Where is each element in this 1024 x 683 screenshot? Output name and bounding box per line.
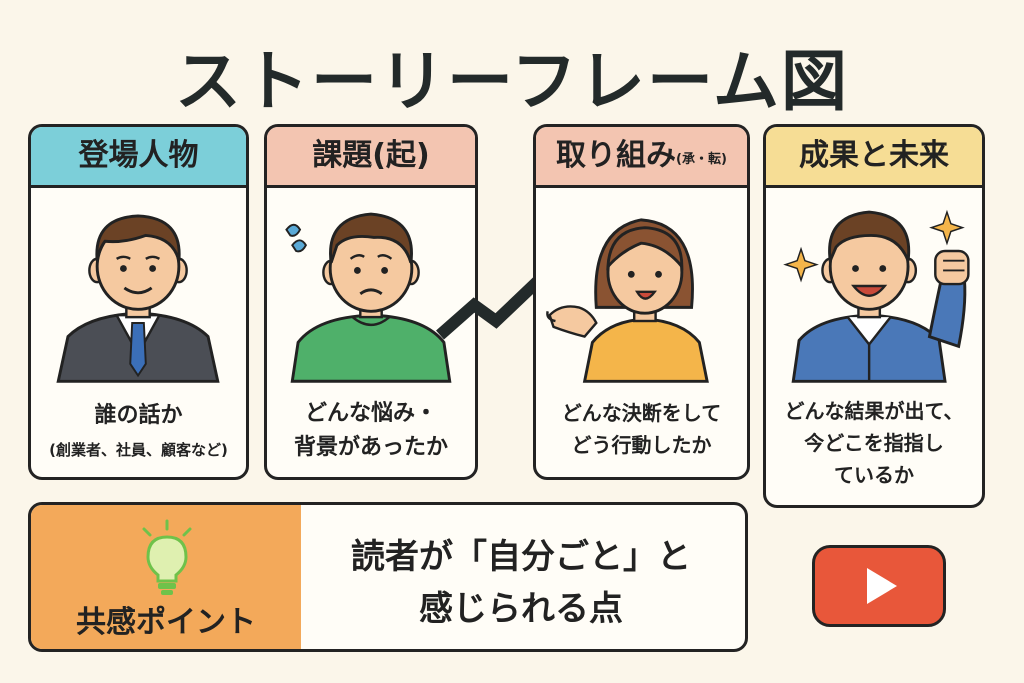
caption-line: ているか <box>834 463 914 487</box>
empathy-label-panel: 共感ポイント <box>31 505 301 649</box>
card-characters: 登場人物 誰の話か (創業者 <box>28 124 249 480</box>
caption-line: どんな結果が出て、 <box>784 399 964 423</box>
card-heading-text: 課題(起) <box>312 138 430 173</box>
empathy-text-line: 読者が「自分ごと」と <box>351 537 691 577</box>
card-heading: 成果と未来 <box>766 127 982 188</box>
card-results: 成果と未来 <box>763 124 985 508</box>
lightbulb-icon <box>142 519 192 595</box>
caption-line: (創業者、社員、顧客など) <box>49 441 228 459</box>
card-heading-text: 取り組み <box>556 138 677 173</box>
businessman-illustration <box>56 214 220 383</box>
caption-line: 誰の話か <box>94 403 183 428</box>
card-caption: どんな悩み・ 背景があったか <box>267 397 475 465</box>
caption-line: どう行動したか <box>571 433 712 457</box>
card-heading: 課題(起) <box>267 127 475 188</box>
caption-line: どんな悩み・ <box>304 401 437 426</box>
card-caption: どんな結果が出て、 今どこを指指し ているか <box>766 395 982 491</box>
empathy-label: 共感ポイント <box>76 605 256 640</box>
card-caption: どんな決断をして どう行動したか <box>536 397 747 461</box>
empathy-point-box: 共感ポイント 読者が「自分ごと」と 感じられる点 <box>28 502 748 652</box>
card-heading-small: (承・転) <box>676 152 727 167</box>
card-caption: 誰の話か (創業者、社員、顧客など) <box>31 397 246 460</box>
empathy-text-line: 感じられる点 <box>419 589 623 629</box>
caption-line: どんな決断をして <box>561 401 722 425</box>
card-heading: 取り組み(承・転) <box>536 127 747 188</box>
page-title: ストーリーフレーム図 <box>174 43 850 120</box>
caption-line: 背景があったか <box>293 435 448 460</box>
worried-person-illustration <box>285 212 452 383</box>
card-problem: 課題(起) どんな悩み・ <box>264 124 478 480</box>
play-button[interactable] <box>812 545 946 627</box>
card-heading: 登場人物 <box>31 127 246 188</box>
speaking-woman-illustration <box>546 218 709 383</box>
play-button-icon <box>867 568 897 604</box>
successful-worker-illustration <box>783 209 970 383</box>
card-action: 取り組み(承・転) どんな決断をして どう行動したか <box>533 124 750 480</box>
card-heading-text: 登場人物 <box>78 138 199 173</box>
card-heading-text: 成果と未来 <box>799 138 949 173</box>
empathy-text: 読者が「自分ごと」と 感じられる点 <box>301 531 741 635</box>
caption-line: 今どこを指指し <box>804 431 944 455</box>
